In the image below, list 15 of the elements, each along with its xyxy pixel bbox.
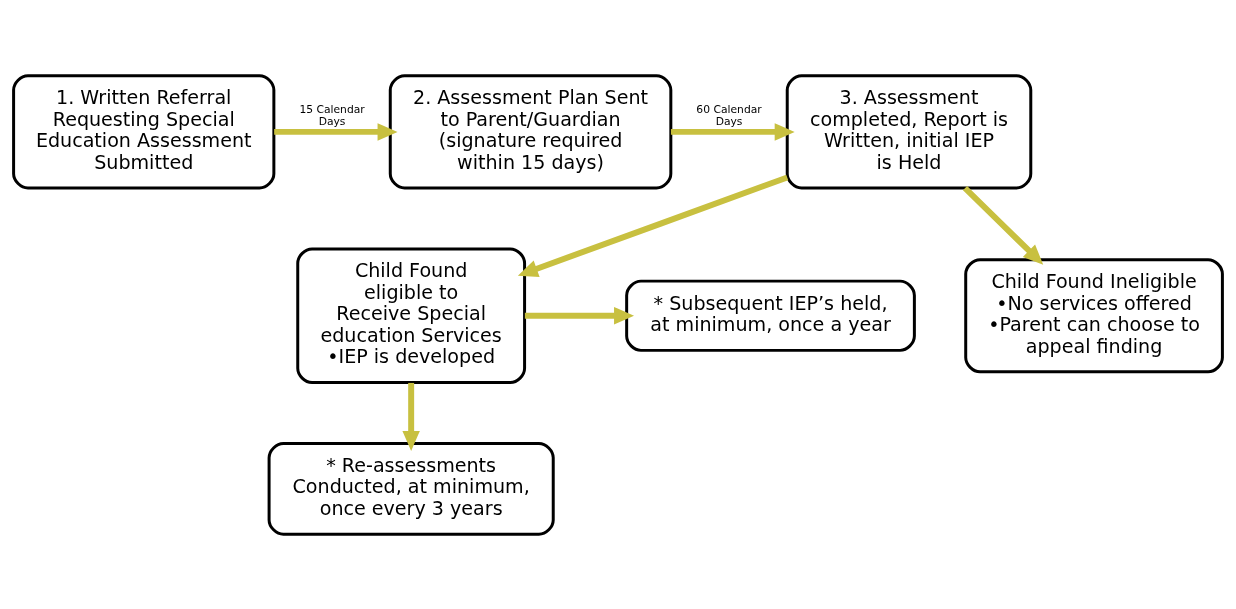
node-box: * Re-assessments Conducted, at minimum, once every 3 years — [267, 441, 555, 536]
node-box: Child Found Ineligible •No services offered •Parent can choose to appeal finding — [964, 257, 1224, 373]
arrow — [402, 382, 420, 451]
node-box: 2. Assessment Plan Sent to Parent/Guardian (signature required within 15 days) — [388, 73, 673, 189]
edge-label: 15 Calendar Days — [299, 102, 365, 128]
arrow — [670, 122, 795, 141]
arrow — [274, 122, 398, 141]
node-box: 1. Written Referral Requesting Special Education Assessment Submitted — [12, 73, 276, 189]
node-box: * Subsequent IEP’s held, at minimum, once a year — [625, 279, 916, 352]
node-box: Child Found eligible to Receive Special education Services •IEP is developed — [296, 246, 527, 384]
arrow — [962, 185, 1044, 265]
node-box: 3. Assessment completed, Report is Written, initial IEP is Held — [785, 73, 1033, 189]
arrow — [524, 306, 635, 324]
edge-label: 60 Calendar Days — [696, 102, 762, 128]
arrow — [517, 174, 789, 277]
